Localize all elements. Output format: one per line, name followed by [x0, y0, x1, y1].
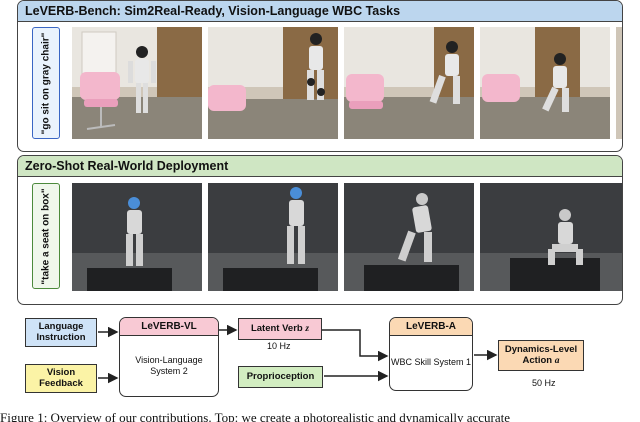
leverb-a-title: LeVERB-A — [390, 318, 472, 336]
real-deployment-panel: Zero-Shot Real-World Deployment "take a … — [17, 155, 623, 305]
leverb-a-module: LeVERB-A WBC Skill System 1 — [389, 317, 473, 391]
real-frame-3 — [344, 183, 474, 291]
sim-frame-3 — [344, 27, 474, 139]
real-prompt-label: "take a seat on box" — [32, 183, 60, 289]
real-frame-2 — [208, 183, 338, 291]
leverb-a-body: WBC Skill System 1 — [390, 357, 471, 368]
sim-frame-2 — [208, 27, 338, 139]
real-frame-4 — [480, 183, 622, 291]
figure-caption: Figure 1: Overview of our contributions.… — [0, 411, 511, 422]
language-instruction-box: Language Instruction — [25, 318, 97, 347]
leverb-vl-body: Vision-Language System 2 — [135, 354, 203, 376]
sim-frame-1 — [72, 27, 202, 139]
dynamics-action-box: Dynamics-Level Action a — [498, 340, 584, 371]
vision-feedback-box: Vision Feedback — [25, 364, 97, 393]
real-frame-1 — [72, 183, 202, 291]
proprioception-box: Proprioception — [238, 366, 323, 388]
leverb-vl-module: LeVERB-VL Vision-Language System 2 — [119, 317, 219, 397]
real-deployment-title: Zero-Shot Real-World Deployment — [18, 156, 622, 177]
sim-frame-5 — [616, 27, 622, 139]
a-frequency: 50 Hz — [532, 378, 556, 388]
sim-benchmark-title: LeVERB-Bench: Sim2Real-Ready, Vision-Lan… — [18, 1, 622, 22]
leverb-vl-title: LeVERB-VL — [120, 318, 218, 336]
sim-frame-4 — [480, 27, 610, 139]
sim-prompt-label: "go sit on gray chair" — [32, 27, 60, 139]
vl-frequency: 10 Hz — [267, 341, 291, 351]
sim-benchmark-panel: LeVERB-Bench: Sim2Real-Ready, Vision-Lan… — [17, 0, 623, 152]
latent-verb-box: Latent Verb z — [238, 318, 322, 340]
